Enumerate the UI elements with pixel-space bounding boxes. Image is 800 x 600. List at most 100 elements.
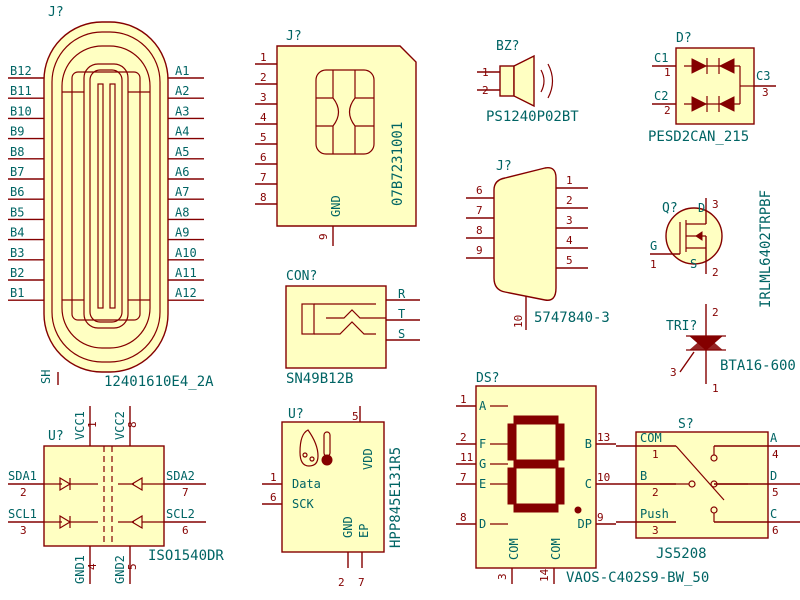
sevenseg-pin-num-7: 7 <box>460 471 467 484</box>
droplet-icon <box>299 429 319 467</box>
hpp-value: HPP845E131R5 <box>388 447 404 548</box>
sim-pin-num-3: 3 <box>260 91 267 104</box>
hpp-vdd-label: VDD <box>361 448 375 470</box>
tvs-c2-num: 2 <box>664 104 671 117</box>
sim-pin-num-2: 2 <box>260 71 267 84</box>
dsub-pin-9: 9 <box>476 244 483 257</box>
sim-pin-num-4: 4 <box>260 111 267 124</box>
usbc-shield-label: SH <box>39 370 53 384</box>
usbc-tongue <box>89 69 123 323</box>
usbc-value: 12401610E4_2A <box>104 374 214 390</box>
iso-value: ISO1540DR <box>148 548 224 564</box>
iso-vcc1-num: 1 <box>86 421 99 428</box>
mosfet-d-num: 3 <box>712 198 719 211</box>
usbc-pin-a10: A10 <box>175 246 197 260</box>
hpp-gnd-num: 2 <box>338 576 345 589</box>
triac-pin3: 3 <box>670 366 677 379</box>
iso-scl1-label: SCL1 <box>8 507 37 521</box>
usbc-pin-b12: B12 <box>10 64 32 78</box>
dsub-ref: J? <box>496 159 512 174</box>
switch-pin-num-6: 6 <box>772 524 779 537</box>
mosfet-g-label: G <box>650 239 657 253</box>
dsub-shell <box>493 167 557 301</box>
mosfet-ref: Q? <box>662 201 678 216</box>
hpp-ep-num: 7 <box>358 576 365 589</box>
iso-sda2-label: SDA2 <box>166 469 195 483</box>
dsub-pin-2: 2 <box>566 194 573 207</box>
usbc-pin-a11: A11 <box>175 266 197 280</box>
switch-pin-label-com: COM <box>640 431 662 445</box>
sevenseg-pin-label-f: F <box>479 437 486 451</box>
usbc-tongue-outer <box>83 63 129 329</box>
usbc-body <box>43 21 169 373</box>
audio-pin-s: S <box>398 327 405 341</box>
mosfet-s-num: 2 <box>712 266 719 279</box>
triac-ref: TRI? <box>666 319 697 334</box>
iso-vcc1-label: VCC1 <box>73 411 87 440</box>
sim-card-connector[interactable]: J? 1C12C23C34C45C56C67C78C8 GND 9 07B723… <box>255 29 417 246</box>
dsub-pin-5: 5 <box>566 254 573 267</box>
usbc-pin-a2: A2 <box>175 84 189 98</box>
sim-pin-num-7: 7 <box>260 171 267 184</box>
sevenseg-pin-label-g: G <box>479 457 486 471</box>
usbc-pin-a3: A3 <box>175 104 189 118</box>
sevenseg-pin-label-d: D <box>479 517 486 531</box>
sevenseg-pin-num-11: 11 <box>460 451 473 464</box>
usbc-port <box>71 71 141 321</box>
usbc-pin-a7: A7 <box>175 185 189 199</box>
sevenseg-pin-num-10: 10 <box>597 471 610 484</box>
dsub-pin-7: 7 <box>476 204 483 217</box>
sevenseg-ref: DS? <box>476 371 499 386</box>
usbc-pin-b11: B11 <box>10 84 32 98</box>
sim-body <box>276 45 417 227</box>
audio-value: SN49B12B <box>286 371 353 387</box>
sim-gnd-num: 9 <box>317 233 330 240</box>
iso-gnd2-num: 5 <box>126 563 139 570</box>
triac-value: BTA16-600 <box>720 358 796 374</box>
triac[interactable]: TRI? 2 1 3 BTA16-600 <box>666 304 796 395</box>
audio-jack[interactable]: CON? R T S SN49B12B <box>285 269 420 387</box>
sevenseg-pin-label-dp: DP <box>578 517 592 531</box>
hpp-vdd-num: 5 <box>352 410 359 423</box>
tvs-c1-label: C1 <box>654 51 668 65</box>
buzzer-ref: BZ? <box>496 39 519 54</box>
iso-sda1-num: 2 <box>20 486 27 499</box>
usbc-contacts-a <box>97 83 104 309</box>
triac-pin2: 2 <box>712 306 719 319</box>
sevenseg-body <box>475 385 597 569</box>
usbc-pin-a1: A1 <box>175 64 189 78</box>
tvs-diode-array[interactable]: D? C1 1 C2 2 C3 3 PESD2CAN_215 <box>648 31 776 145</box>
iso-sda2-num: 7 <box>182 486 189 499</box>
mosfet-value: IRLML6402TRPBF <box>758 190 774 308</box>
sevenseg-value: VAOS-C402S9-BW_50 <box>566 570 709 586</box>
mosfet-d-label: D <box>698 201 705 215</box>
usbc-pin-b2: B2 <box>10 266 24 280</box>
audio-body <box>285 285 387 369</box>
audio-sleeve <box>301 303 315 335</box>
usbc-shell-inner <box>51 31 161 363</box>
switch-pin-num-4: 4 <box>772 448 779 461</box>
buzzer[interactable]: BZ? 1 2 PS1240P02BT <box>477 39 579 125</box>
switch-ref: S? <box>678 417 694 432</box>
sim-pin-num-8: 8 <box>260 191 267 204</box>
audio-ref: CON? <box>286 269 317 284</box>
humidity-sensor[interactable]: U? 5 VDD 1 6 Data SCK GND EP 2 7 HPP845E… <box>262 406 404 589</box>
sevenseg-pin-label-b: B <box>585 437 592 451</box>
usbc-pin-a9: A9 <box>175 226 189 240</box>
audio-pin-r: R <box>398 287 406 301</box>
usbc-pin-b8: B8 <box>10 145 24 159</box>
p-mosfet[interactable]: Q? G 1 D 3 S 2 IRLML6402TRPBF <box>650 190 774 308</box>
hpp-sck-num: 6 <box>270 491 277 504</box>
audio-pin-t: T <box>398 307 405 321</box>
sevenseg-pin-num-9: 9 <box>597 511 604 524</box>
i2c-isolator[interactable]: U? VCC1 1 VCC2 8 GND1 4 GND2 5 SDA1 2 SC… <box>8 406 224 584</box>
usbc-ref: J? <box>48 5 64 20</box>
iso-vcc2-label: VCC2 <box>113 411 127 440</box>
sevenseg-pin-label-e: E <box>479 477 486 491</box>
usbc-pin-a12: A12 <box>175 286 197 300</box>
